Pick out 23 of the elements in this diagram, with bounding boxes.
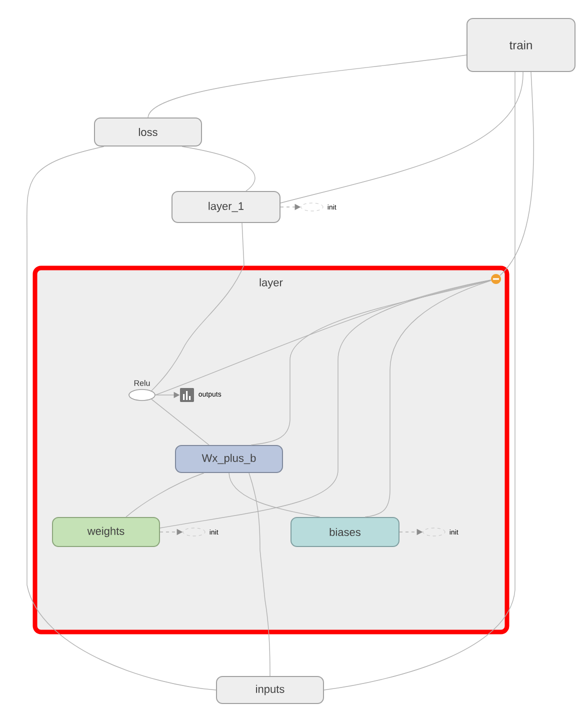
op-box: Wx_plus_b: [175, 445, 283, 473]
connector-line: [155, 280, 492, 396]
connector-line: [280, 72, 524, 204]
op-box: inputs: [216, 676, 324, 704]
node-label: Relu: [134, 380, 150, 386]
op-box: weights: [52, 517, 160, 547]
connector-line: [148, 54, 467, 118]
connector-line: [126, 472, 204, 518]
connector-line: [26, 146, 216, 690]
connector-line: [151, 398, 210, 446]
connector-line: [364, 280, 492, 518]
connector-line: [248, 472, 270, 676]
connector-line: [182, 146, 256, 192]
op-box: biases: [290, 517, 400, 547]
connector-line: [500, 72, 534, 276]
connector-line: [228, 472, 320, 518]
connector-line: [324, 72, 516, 690]
collapse-icon: [491, 274, 501, 284]
connector-line: [151, 222, 244, 392]
connector-line: [160, 280, 492, 528]
op-box: loss: [94, 118, 202, 146]
op-box: train: [466, 18, 576, 72]
op-box: layer_1: [172, 191, 280, 223]
